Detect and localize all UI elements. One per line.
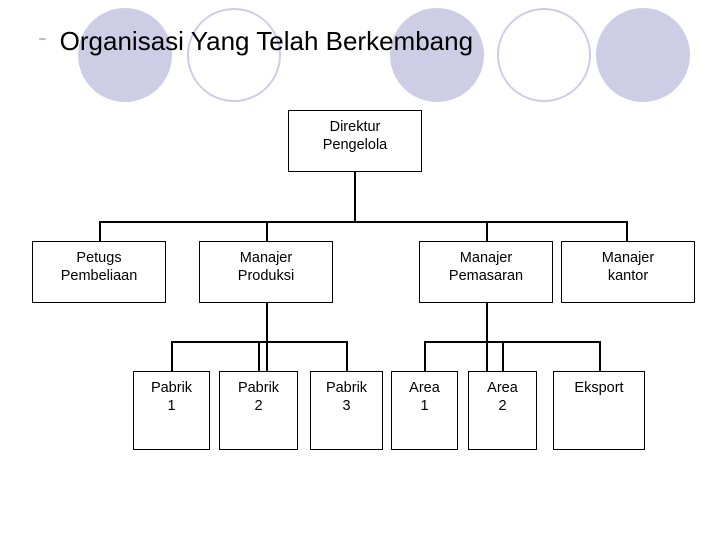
trunk-direktur-down [354,172,356,222]
org-node-label-line1: Direktur [329,119,381,135]
org-node-label-line2: kantor [607,268,649,285]
org-node-eksport[interactable]: Eksport [553,371,645,450]
org-node-kantor[interactable]: Manajer kantor [561,241,695,303]
bus-area [424,341,600,343]
org-node-area1[interactable]: Area 1 [391,371,458,450]
org-node-label-line2: Pengelola [322,137,388,154]
org-node-label-line2: 1 [167,398,176,415]
drop-kantor [626,221,628,241]
drop-eksport [599,341,601,371]
org-node-label-line1: Pabrik [150,380,193,396]
org-node-label-line2: Pembeliaan [60,268,138,285]
drop-pabrik2 [258,341,260,371]
org-node-pabrik2[interactable]: Pabrik 2 [219,371,298,450]
org-node-label-line2: 2 [254,398,263,415]
drop-pabrik3 [346,341,348,371]
trunk-produksi-down [266,303,268,371]
org-node-label-line2: 1 [420,398,429,415]
page-title: - Organisasi Yang Telah Berkembang [38,24,474,56]
org-node-label-line2: Pemasaran [448,268,524,285]
org-node-label-line1: Manajer [239,250,293,266]
bullet-dash-icon: - [38,22,47,52]
org-node-label-line1: Pabrik [237,380,280,396]
org-node-label-line2: 3 [342,398,351,415]
drop-area1 [424,341,426,371]
org-node-pabrik3[interactable]: Pabrik 3 [310,371,383,450]
org-node-pabrik1[interactable]: Pabrik 1 [133,371,210,450]
org-node-label-line2: 2 [498,398,507,415]
trunk-pemasaran-down [486,303,488,371]
drop-area2 [502,341,504,371]
org-node-label-line1: Area [409,380,440,396]
bus-level2 [99,221,626,223]
org-node-label-line1: Pabrik [325,380,368,396]
drop-pemasaran [486,221,488,241]
org-node-area2[interactable]: Area 2 [468,371,537,450]
org-node-label-line1: Area [487,380,518,396]
org-node-label-line1: Manajer [601,250,655,266]
drop-petugs [99,221,101,241]
org-node-label-line1: Manajer [459,250,513,266]
org-node-label-line2: Produksi [237,268,295,285]
org-node-label-line1: Petugs [76,250,122,266]
drop-produksi [266,221,268,241]
org-node-label-line1: Eksport [574,380,624,396]
drop-pabrik1 [171,341,173,371]
page-title-text: Organisasi Yang Telah Berkembang [59,26,474,56]
